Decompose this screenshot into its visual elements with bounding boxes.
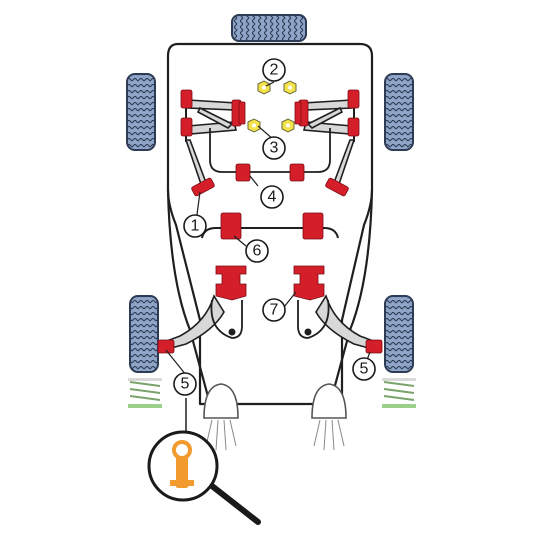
- headlight-icon-left: [203, 383, 239, 451]
- spring-icon-left: [128, 378, 162, 408]
- callout-1: 1: [183, 214, 207, 238]
- callout-2-label: 2: [270, 62, 279, 79]
- wheel-rear-right: [384, 295, 414, 373]
- callout-5-left: 5: [173, 372, 197, 396]
- front-left-wishbone-link: [196, 106, 234, 129]
- callout-2: 2: [262, 58, 286, 82]
- callout-5-right-label: 5: [360, 361, 369, 378]
- spring-icon-right: [382, 378, 416, 408]
- wheel-front-right: [384, 73, 414, 151]
- bushing-icon: [157, 212, 383, 354]
- anti-roll-bar: [209, 128, 331, 173]
- chassis-rail-right: [328, 188, 374, 406]
- callout-7-label: 7: [270, 302, 279, 319]
- callout-1-label: 1: [191, 218, 200, 235]
- top-mount-washers: [247, 80, 297, 133]
- callout-5-right: 5: [352, 357, 376, 381]
- callout-4: 4: [260, 185, 284, 209]
- callout-7: 7: [262, 298, 286, 322]
- bushing-icon: [180, 89, 360, 197]
- front-right-upper-wishbone: [303, 99, 353, 111]
- wheel-front-left: [126, 73, 156, 151]
- magnifier-icon: [147, 430, 261, 525]
- callout-6-label: 6: [253, 243, 262, 260]
- front-right-wishbone-link: [306, 106, 344, 129]
- chassis-rail-left: [166, 188, 212, 406]
- callout-3-label: 3: [270, 140, 279, 157]
- headlight-icon-right: [311, 383, 347, 451]
- callout-5-left-label: 5: [181, 376, 190, 393]
- wheel-rear-left: [129, 295, 159, 373]
- front-left-upper-wishbone: [187, 99, 237, 111]
- callout-6: 6: [245, 239, 269, 263]
- wheel-spare: [231, 14, 307, 42]
- callout-3: 3: [262, 136, 286, 160]
- callout-4-label: 4: [268, 189, 277, 206]
